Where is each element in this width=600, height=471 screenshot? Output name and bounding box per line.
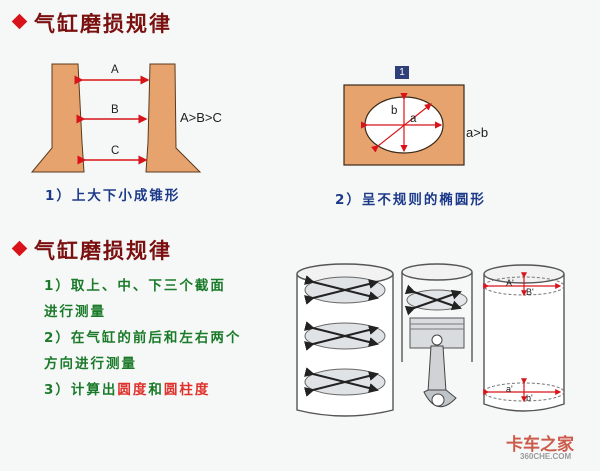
bullet-diamond-icon bbox=[11, 13, 28, 30]
left-wall bbox=[30, 63, 85, 173]
measurement-steps: 1）取上、中、下三个截面 进行测量 2）在气缸的前后和左右两个 方向进行测量 3… bbox=[44, 273, 294, 403]
three-plane-cylinder-diagram bbox=[296, 263, 394, 417]
fig1-caption: 1）上大下小成锥形 bbox=[45, 188, 181, 204]
ellipse-cross-section-diagram bbox=[343, 84, 465, 166]
roundness-term: 圆度 bbox=[117, 382, 149, 398]
label-A: A bbox=[111, 64, 119, 76]
piston-cylinder-diagram bbox=[401, 263, 473, 408]
step1-line2: 进行测量 bbox=[44, 304, 106, 320]
taper-relation: A>B>C bbox=[180, 110, 222, 125]
step2-line1: 2）在气缸的前后和左右两个 bbox=[44, 330, 242, 346]
label-top-B: B' bbox=[526, 287, 534, 297]
label-top-A: A' bbox=[506, 278, 514, 288]
right-wall bbox=[145, 63, 202, 173]
step2-line2: 方向进行测量 bbox=[44, 356, 137, 372]
label-a: a bbox=[410, 113, 417, 125]
top-bottom-plane-cylinder-diagram bbox=[483, 264, 565, 412]
label-C: C bbox=[111, 145, 120, 157]
label-b: b bbox=[391, 105, 398, 117]
label-bottom-b: b' bbox=[526, 393, 533, 403]
cylindricity-term: 圆柱度 bbox=[163, 382, 211, 398]
watermark-logo: 卡车之家 bbox=[506, 435, 574, 454]
label-bottom-a: a' bbox=[506, 384, 513, 394]
watermark-url: 360CHE.COM bbox=[520, 452, 572, 461]
ellipse-relation: a>b bbox=[466, 125, 489, 140]
bullet-diamond-icon bbox=[11, 240, 28, 257]
label-B: B bbox=[111, 104, 119, 116]
figure-badge: 1 bbox=[395, 66, 409, 79]
step1-line1: 1）取上、中、下三个截面 bbox=[44, 278, 226, 294]
fig2-caption: 2）呈不规则的椭圆形 bbox=[335, 192, 486, 208]
section1-heading: 气缸磨损规律 bbox=[34, 12, 172, 36]
taper-cylinder-diagram bbox=[30, 63, 202, 173]
step3-line: 3）计算出圆度和圆柱度 bbox=[44, 382, 211, 398]
section2-heading: 气缸磨损规律 bbox=[34, 239, 172, 263]
